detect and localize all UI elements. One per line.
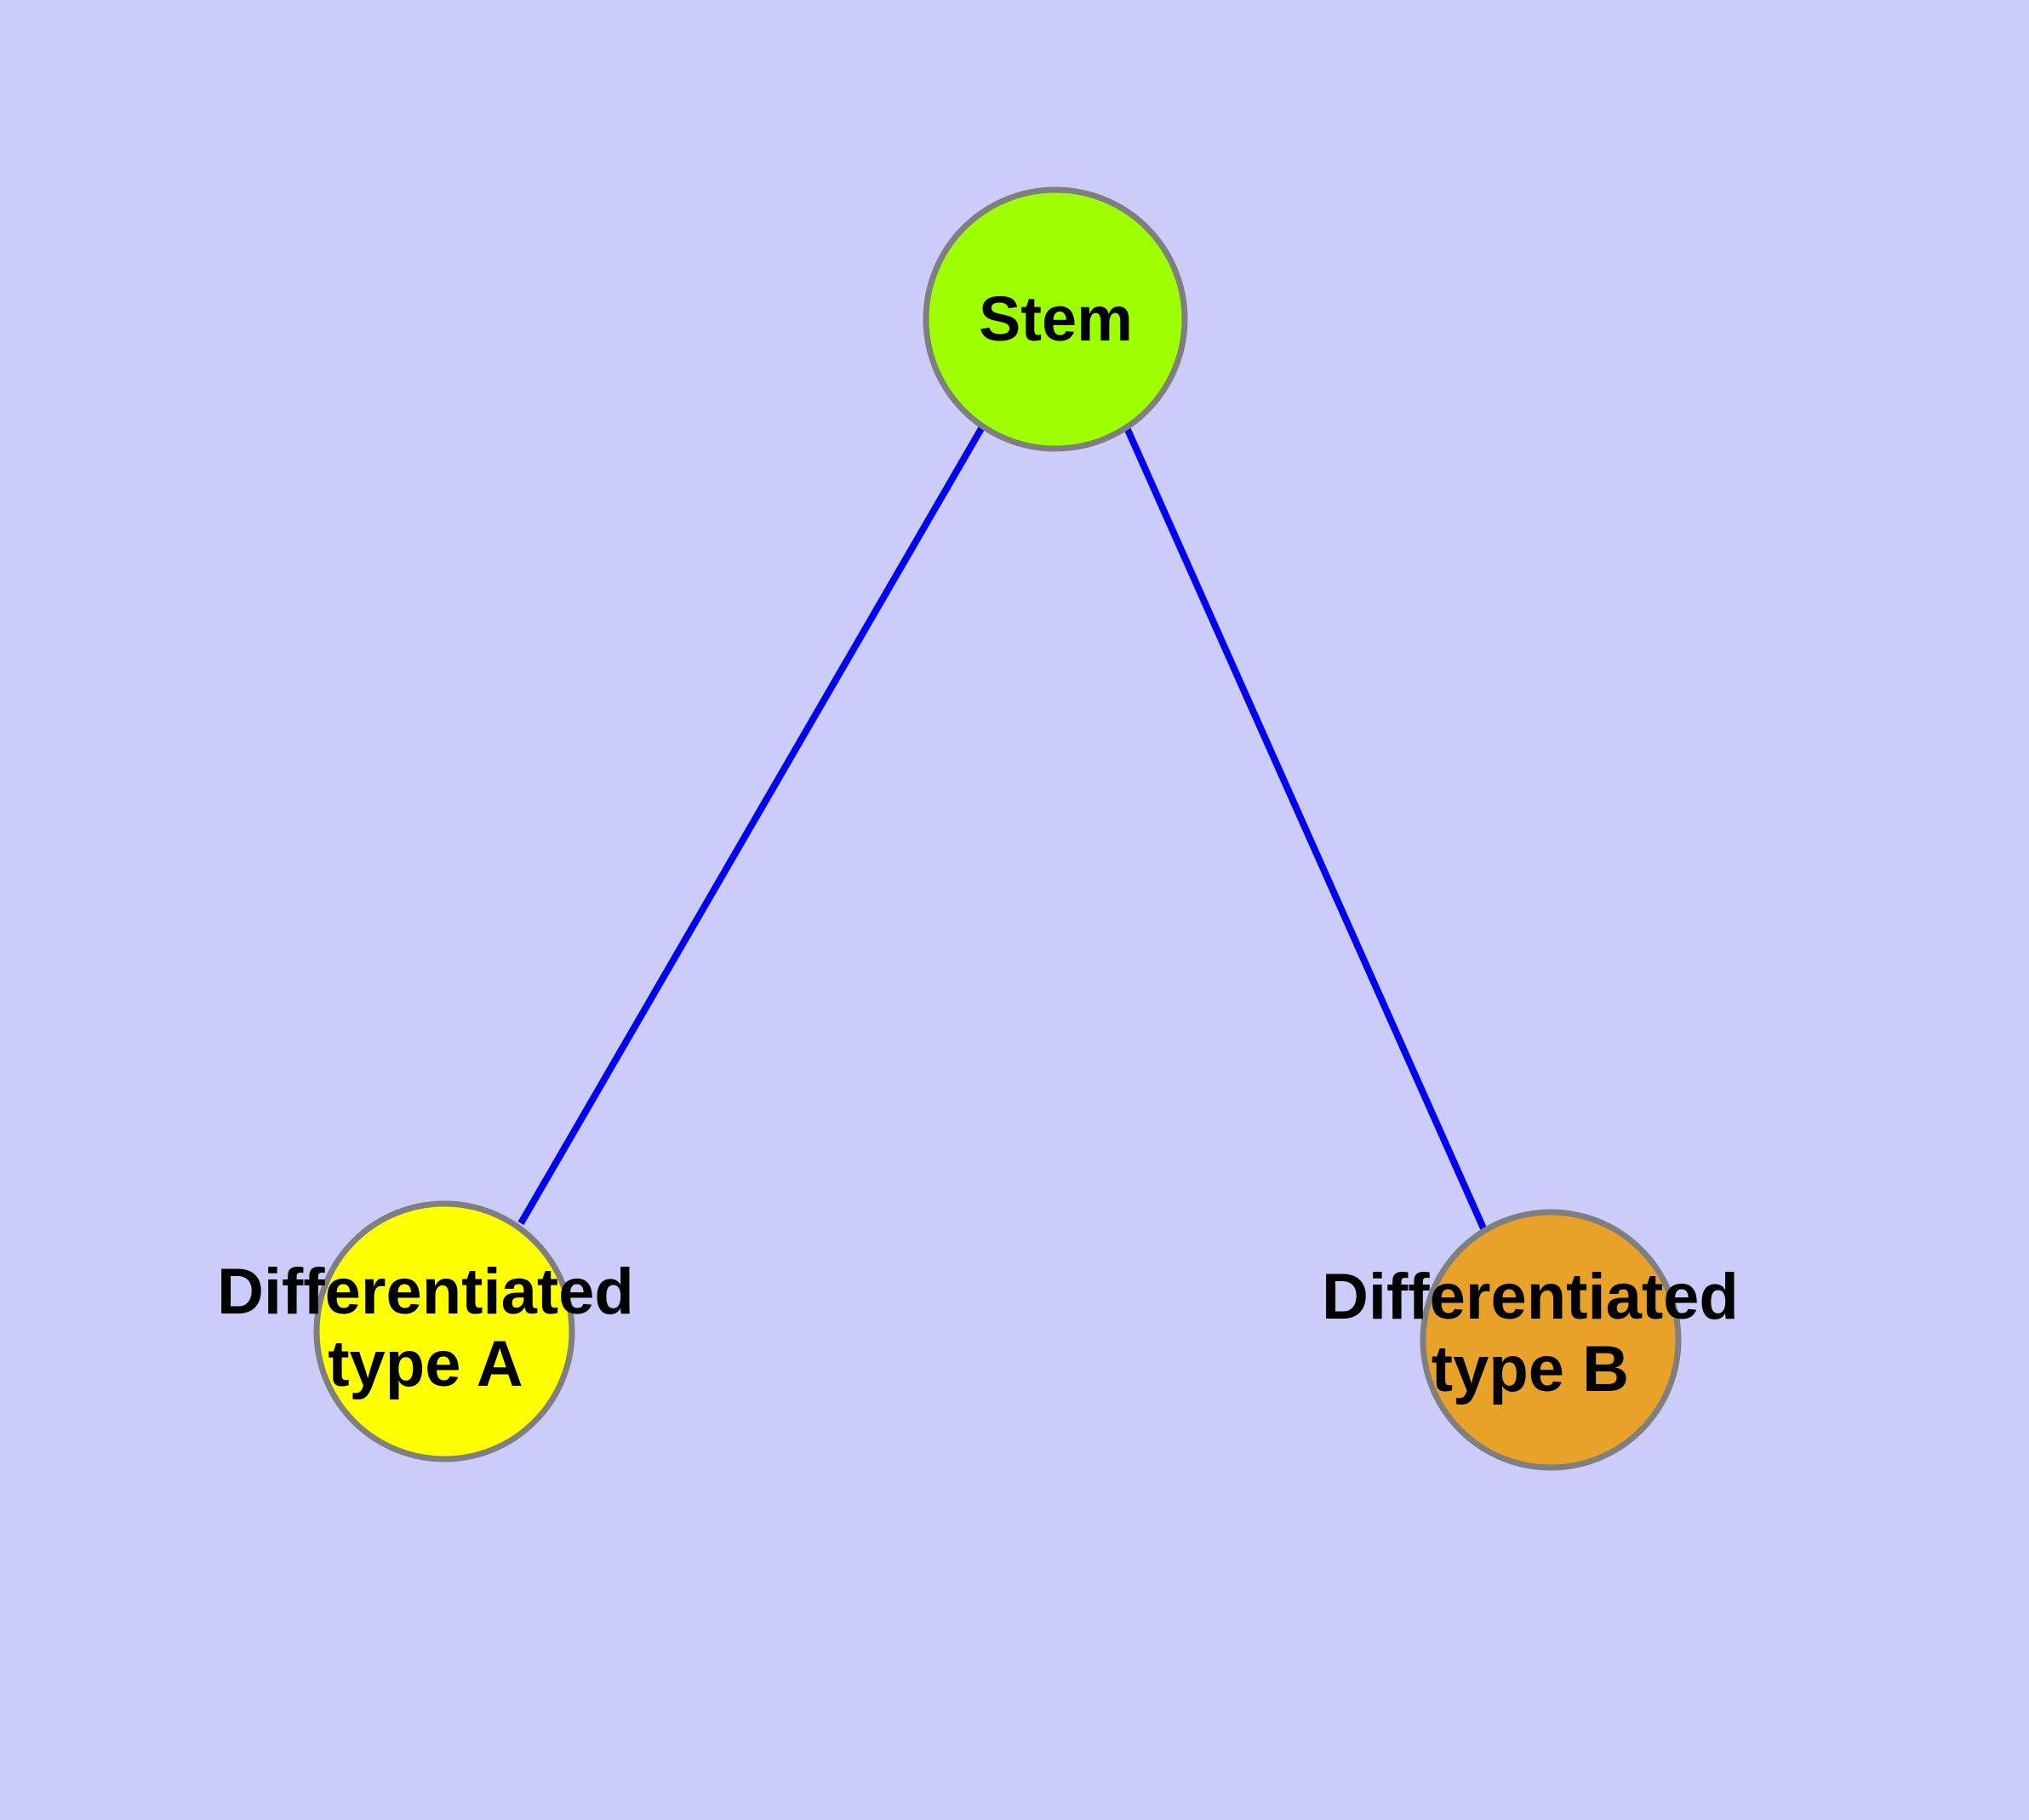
node-stem[interactable]: [923, 186, 1188, 452]
edge-stem-to-diff-a[interactable]: [517, 423, 986, 1226]
node-diff-a[interactable]: [313, 1200, 575, 1462]
nodes-group: [313, 186, 1682, 1471]
node-diff-b[interactable]: [1420, 1209, 1682, 1471]
edges-group: [517, 422, 1487, 1230]
edge-stem-to-diff-b[interactable]: [1122, 422, 1487, 1230]
